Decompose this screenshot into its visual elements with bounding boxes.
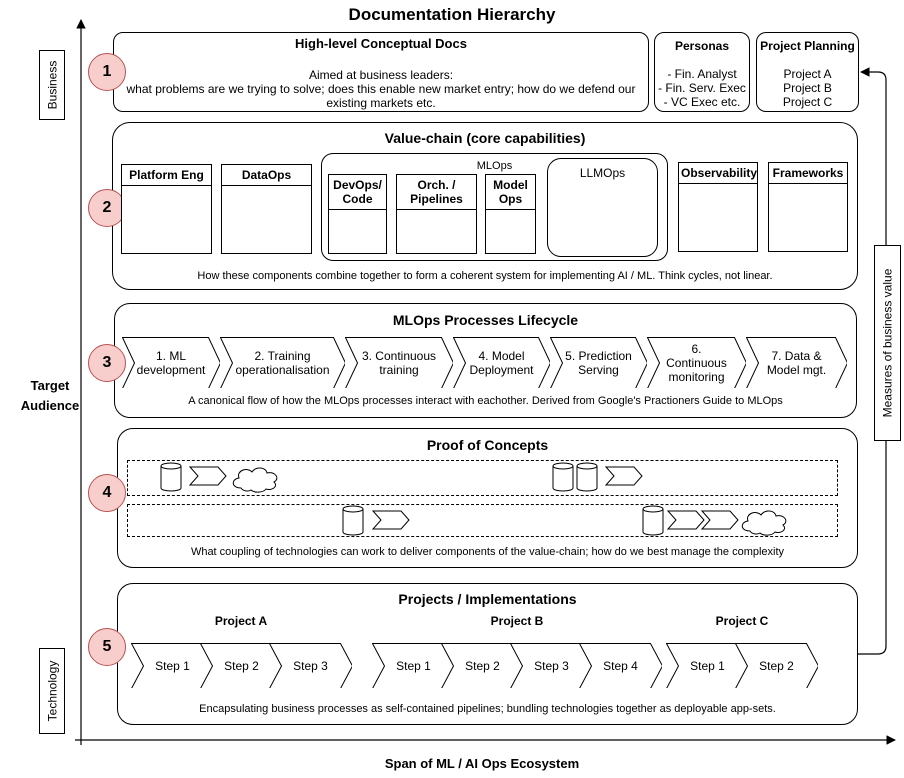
component-platform-eng: Platform Eng xyxy=(121,164,212,254)
level-badge-4: 4 xyxy=(88,474,126,512)
persona-item: - Fin. Analyst xyxy=(667,67,737,81)
project-step: Step 2 xyxy=(735,643,818,688)
cloud-icon xyxy=(741,510,787,536)
level-badge-3: 3 xyxy=(88,344,126,382)
level-badge-2: 2 xyxy=(88,189,126,227)
personas-box: Personas - Fin. Analyst - Fin. Serv. Exe… xyxy=(654,32,750,112)
database-icon xyxy=(642,505,664,536)
personas-title: Personas xyxy=(674,39,730,53)
project-step-label: Step 1 xyxy=(690,658,725,673)
level-badge-1: 1 xyxy=(88,53,126,91)
lifecycle-step: 2. Training operationalisation xyxy=(220,337,345,388)
lifecycle-step-label: 1. ML development xyxy=(136,348,206,377)
component-devops: DevOps/ Code xyxy=(328,174,387,254)
persona-item: - VC Exec etc. xyxy=(663,95,741,109)
diagram-title: Documentation Hierarchy xyxy=(348,5,556,24)
value-chain-caption: How these components combine together to… xyxy=(197,270,773,282)
poc-lane-2 xyxy=(127,504,838,537)
poc-box: Proof of Concepts What coupling of techn… xyxy=(117,428,858,568)
process-arrow-icon xyxy=(371,510,410,530)
lifecycle-step-label: 7. Data & Model mgt. xyxy=(766,348,827,377)
database-icon xyxy=(160,462,182,492)
mlops-group-label: MLOps xyxy=(476,160,513,172)
component-dataops: DataOps xyxy=(221,164,312,254)
project-planning-box: Project Planning Project A Project B Pro… xyxy=(756,32,859,112)
business-value-label: Measures of business value xyxy=(874,245,901,441)
lifecycle-step: 7. Data & Model mgt. xyxy=(746,337,847,388)
database-icon xyxy=(552,462,574,492)
level-badge-5: 5 xyxy=(88,628,126,666)
conceptual-docs-box: High-level Conceptual Docs Aimed at busi… xyxy=(113,32,649,112)
lifecycle-step: 5. Prediction Serving xyxy=(550,337,647,388)
lifecycle-step: 4. Model Deployment xyxy=(453,337,550,388)
project-a-label: Project A xyxy=(214,614,268,628)
lifecycle-step: 3. Continuous training xyxy=(345,337,453,388)
process-arrow-icon xyxy=(700,510,739,530)
y-axis-label: Target Audience xyxy=(20,378,80,413)
persona-item: - Fin. Serv. Exec xyxy=(658,81,746,95)
project-step-label: Step 2 xyxy=(759,658,794,673)
lifecycle-step-label: 5. Prediction Serving xyxy=(565,348,632,377)
project-step: Step 3 xyxy=(510,643,593,688)
project-step-label: Step 1 xyxy=(155,658,190,673)
project-step-label: Step 3 xyxy=(293,658,328,673)
llmops-label: LLMOps xyxy=(579,166,626,180)
project-step: Step 2 xyxy=(200,643,283,688)
project-step: Step 2 xyxy=(441,643,524,688)
mlops-lifecycle-caption: A canonical flow of how the MLOps proces… xyxy=(188,395,783,407)
lifecycle-step-label: 3. Continuous training xyxy=(361,348,437,377)
planning-item: Project A xyxy=(783,67,832,81)
project-step-label: Step 1 xyxy=(396,658,431,673)
project-step-label: Step 4 xyxy=(603,658,638,673)
conceptual-docs-desc: Aimed at business leaders: what problems… xyxy=(126,68,636,110)
business-tag: Business xyxy=(39,50,65,120)
project-step: Step 3 xyxy=(269,643,352,688)
lifecycle-step-label: 2. Training operationalisation xyxy=(235,348,330,377)
database-icon xyxy=(576,462,598,492)
process-arrow-icon xyxy=(188,466,227,486)
project-step: Step 4 xyxy=(579,643,662,688)
project-planning-title: Project Planning xyxy=(760,39,855,53)
personas-list: - Fin. Analyst - Fin. Serv. Exec - VC Ex… xyxy=(655,67,749,109)
mlops-lifecycle-title: MLOps Processes Lifecycle xyxy=(392,312,579,328)
project-step-label: Step 3 xyxy=(534,658,569,673)
component-modelops: Model Ops xyxy=(485,174,536,254)
lifecycle-step: 1. ML development xyxy=(122,337,220,388)
component-frameworks: Frameworks xyxy=(768,162,848,252)
poc-title: Proof of Concepts xyxy=(426,437,549,453)
poc-caption: What coupling of technologies can work t… xyxy=(190,546,785,558)
component-llmops: LLMOps xyxy=(547,158,658,257)
conceptual-docs-title: High-level Conceptual Docs xyxy=(295,36,467,51)
projects-caption: Encapsulating business processes as self… xyxy=(199,703,776,715)
project-c-label: Project C xyxy=(715,614,769,628)
poc-lane-1 xyxy=(127,460,838,496)
lifecycle-step: 6. Continuous monitoring xyxy=(647,337,746,388)
lifecycle-step-label: 6. Continuous monitoring xyxy=(666,341,727,384)
project-b-label: Project B xyxy=(490,614,544,628)
projects-title: Projects / Implementations xyxy=(398,591,577,607)
technology-tag: Technology xyxy=(39,648,65,734)
planning-item: Project B xyxy=(783,81,832,95)
x-axis-label: Span of ML / AI Ops Ecosystem xyxy=(384,756,580,771)
database-icon xyxy=(342,505,364,536)
process-arrow-icon xyxy=(604,466,643,486)
process-arrow-icon xyxy=(666,510,705,530)
project-step-label: Step 2 xyxy=(465,658,500,673)
component-observability: Observability xyxy=(678,162,758,252)
project-step: Step 1 xyxy=(372,643,455,688)
component-orchestration: Orch. / Pipelines xyxy=(396,174,477,254)
planning-item: Project C xyxy=(782,95,833,109)
cloud-icon xyxy=(232,467,278,493)
value-chain-title: Value-chain (core capabilities) xyxy=(384,130,586,146)
lifecycle-step-label: 4. Model Deployment xyxy=(469,348,534,377)
project-step-label: Step 2 xyxy=(224,658,259,673)
project-planning-list: Project A Project B Project C xyxy=(757,67,858,109)
